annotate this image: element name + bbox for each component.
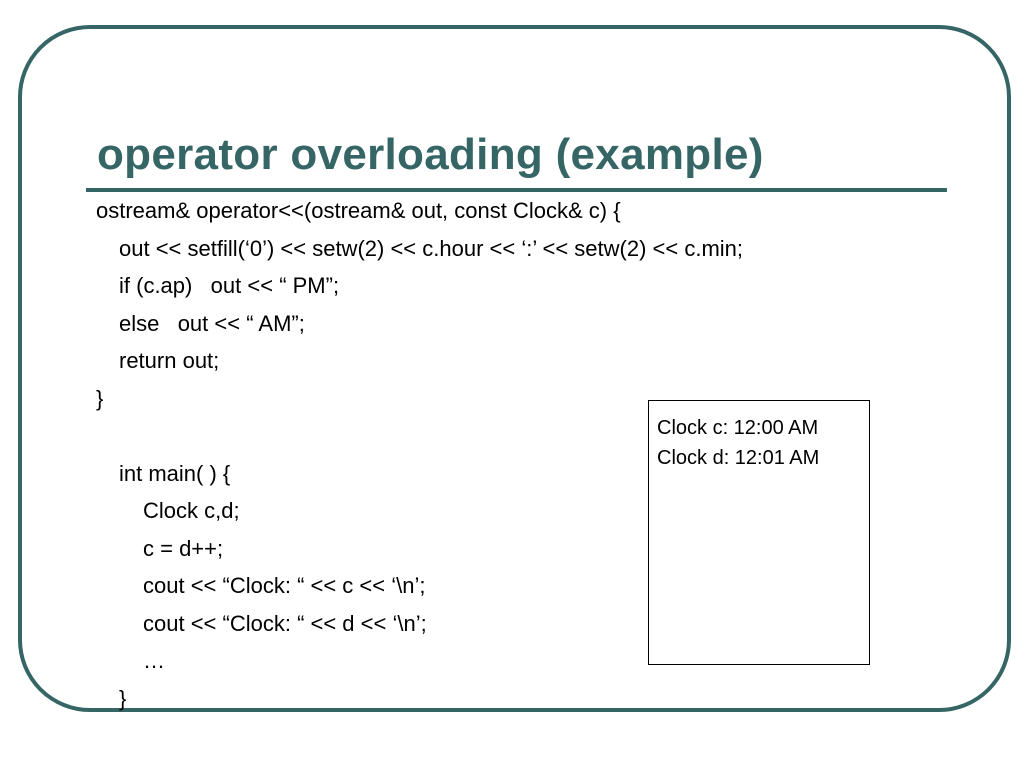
output-lines: Clock c: 12:00 AM Clock d: 12:01 AM: [649, 401, 869, 473]
code-line: …: [143, 648, 165, 673]
code-line: cout << “Clock: “ << c << ‘\n’;: [143, 573, 426, 598]
code-line: ostream& operator<<(ostream& out, const …: [96, 198, 621, 223]
code-line-blank: [96, 417, 743, 455]
code-line: c = d++;: [143, 535, 224, 561]
code-line: }: [119, 685, 127, 711]
program-output-box: Clock c: 12:00 AM Clock d: 12:01 AM: [648, 400, 870, 665]
slide-title: operator overloading (example): [97, 130, 764, 179]
code-line: else out << “ AM”;: [119, 310, 305, 336]
code-line: cout << “Clock: “ << d << ‘\n’;: [143, 610, 427, 636]
code-listing: ostream& operator<<(ostream& out, const …: [96, 192, 743, 717]
code-line: }: [96, 385, 104, 411]
code-line: Clock c,d;: [143, 498, 240, 523]
output-line: Clock c: 12:00 AM: [657, 417, 819, 439]
code-line: out << setfill(‘0’) << setw(2) << c.hour…: [119, 235, 744, 261]
output-line: Clock d: 12:01 AM: [657, 447, 820, 469]
code-line: if (c.ap) out << “ PM”;: [119, 273, 340, 298]
code-line: int main( ) {: [119, 460, 231, 486]
code-line: return out;: [119, 348, 220, 373]
slide-frame-border: [18, 25, 1011, 712]
title-underline-divider: [86, 188, 947, 192]
